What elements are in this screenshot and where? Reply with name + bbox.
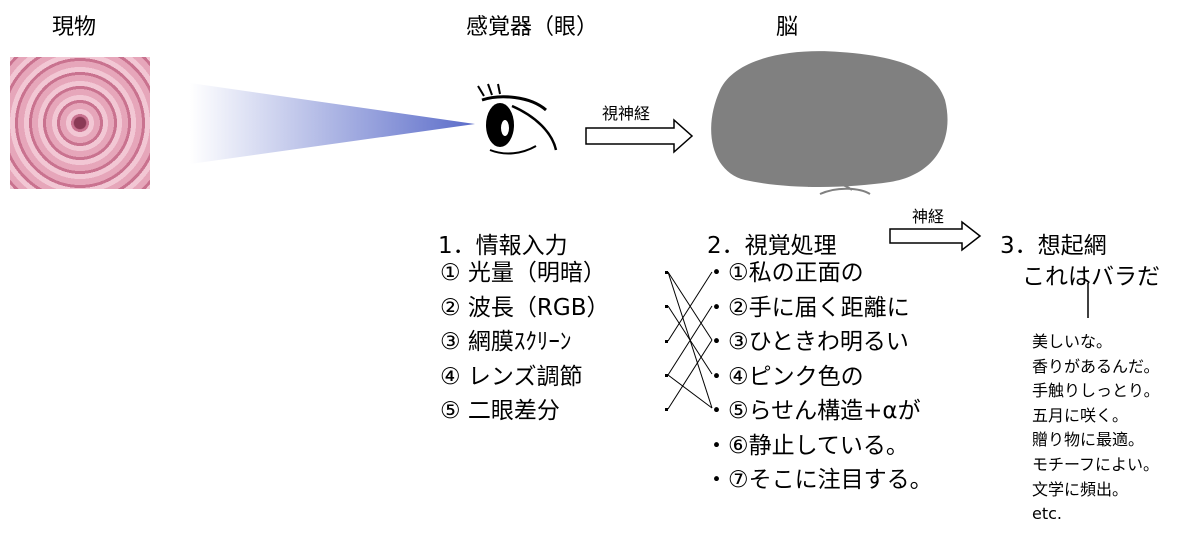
header-brain: 脳: [776, 15, 799, 40]
list-item: ・④ピンク色の: [705, 363, 864, 390]
light-beam: [190, 83, 475, 164]
rose-image: [10, 57, 150, 189]
list-item: 贈り物に最適。: [1032, 430, 1145, 450]
optic-nerve-label: 視神経: [602, 104, 651, 123]
list-item: 手触りしっとり。: [1032, 381, 1160, 401]
list-item: ・①私の正面の: [705, 260, 864, 286]
list-item: 五月に咲く。: [1032, 405, 1129, 425]
list-item: ・⑤らせん構造+αが: [705, 398, 921, 424]
list-item: ・③ひときわ明るい: [705, 329, 909, 355]
list-item: ② 波長（RGB）: [440, 294, 610, 321]
input-title: 1．情報入力: [438, 233, 568, 259]
recall-title: 3．想起網: [1000, 233, 1107, 259]
list-item: ・⑥静止している。: [705, 432, 909, 459]
list-item: 文学に頻出。: [1032, 479, 1129, 499]
list-item: 香りがあるんだ。: [1032, 356, 1160, 376]
processing-list: ・①私の正面の ・②手に届く距離に ・③ひときわ明るい ・④ピンク色の ・⑤らせ…: [705, 256, 933, 498]
list-item: ⑤ 二眼差分: [440, 398, 560, 424]
list-item: 美しいな。: [1032, 332, 1113, 351]
list-item: etc.: [1032, 504, 1062, 524]
optic-nerve-arrow: [585, 118, 694, 154]
recall-result: これはバラだ: [1022, 264, 1160, 290]
association-list: 美しいな。 香りがあるんだ。 手触りしっとり。 五月に咲く。 贈り物に最適。 モ…: [1032, 330, 1160, 527]
mapping-lines: [667, 271, 713, 410]
processing-title: 2．視覚処理: [707, 233, 837, 259]
input-list: ① 光量（明暗） ② 波長（RGB） ③ 網膜ｽｸﾘｰﾝ ④ レンズ調節 ⑤ 二…: [440, 256, 610, 429]
list-item: ① 光量（明暗）: [440, 260, 606, 286]
list-item: ④ レンズ調節: [440, 363, 583, 390]
eye-icon: [477, 83, 558, 155]
list-item: ・⑦そこに注目する。: [705, 467, 933, 493]
list-item: ・②手に届く距離に: [705, 294, 910, 321]
list-item: ③ 網膜ｽｸﾘｰﾝ: [440, 329, 572, 355]
nerve-arrow: [889, 220, 982, 252]
nerve-label: 神経: [912, 207, 945, 226]
list-item: モチーフによい。: [1032, 454, 1160, 474]
input-dots: [665, 271, 668, 411]
header-object: 現物: [52, 15, 97, 40]
brain-icon: [711, 51, 948, 195]
header-sensor: 感覚器（眼）: [466, 15, 599, 40]
